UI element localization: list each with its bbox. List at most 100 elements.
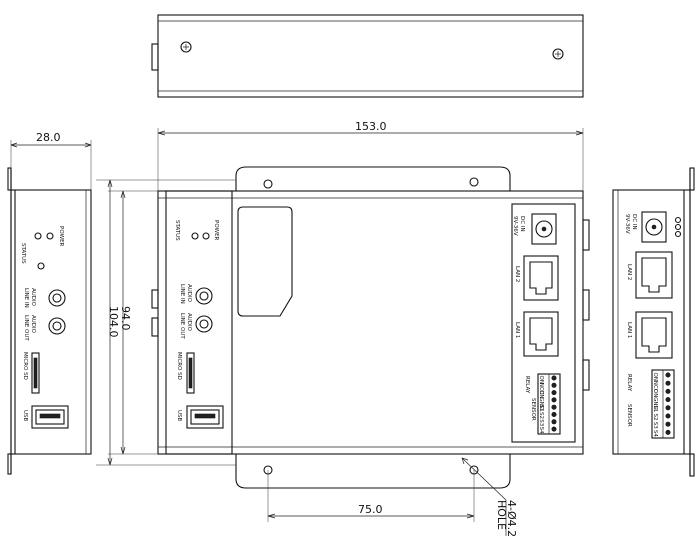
audio-out-jack-icon [48,317,66,335]
depth-value: 28.0 [36,131,61,144]
audio-out-label-2: LINE OUT [179,313,185,339]
status-led-icon [191,232,199,240]
terminal-pin-icon [551,426,557,432]
dc-in-label-2: 9V-36V [512,216,518,236]
terminal-pin-icon [551,390,557,396]
terminal-pin-icon [665,405,671,411]
terminal-pin-label: ON [652,373,658,381]
terminal-pin-label: S4 [652,430,658,437]
terminal-pin-label: S3 [538,419,544,426]
audio-in-jack-icon [195,287,213,305]
sensor-label: SENSOR [626,404,632,427]
dc-in-label-1: DC IN [631,214,637,230]
terminal-pin-icon [665,372,671,378]
micro-sd-slot-icon [31,352,40,394]
audio-out-jack-icon [195,315,213,333]
power-label: POWER [213,220,219,241]
power-label: POWER [58,226,64,247]
height-dimensions: 94.0 104.0 [96,179,236,466]
terminal-pin-label: S2 [538,412,544,419]
terminal-pin-label: S1 [538,405,544,412]
status-label: STATUS [20,243,26,264]
sensor-label: SENSOR [530,398,536,421]
height-inner-value: 94.0 [119,306,132,331]
terminal-pin-label: S3 [652,422,658,429]
terminal-pin-label: S2 [652,414,658,421]
side-view-front-panel: STATUS POWER AUDIO LINE IN AUDIO LINE OU… [7,167,92,475]
terminal-pin-icon [665,421,671,427]
depth-dimension: 28.0 [10,131,92,190]
terminal-pin-label: S1 [652,405,658,412]
terminal-pin-label: ON [538,376,544,384]
lan2-label: LAN 2 [514,266,520,282]
dc-in-label-1: DC IN [519,216,525,232]
width-dimension: 153.0 [157,120,584,191]
terminal-pin-icon [551,411,557,417]
hole-spacing-value: 75.0 [358,503,383,516]
hole-callout: 4-Ø4.2 HOLE [461,457,518,537]
audio-in-label-1: AUDIO [186,284,192,303]
mount-hole-icon [263,179,273,189]
terminal-pin-icon [551,404,557,410]
audio-in-label-2: LINE IN [23,288,29,308]
bottom-view: STATUS POWER AUDIO LINE IN AUDIO LINE OU… [151,166,590,489]
terminal-pin-icon [665,397,671,403]
relay-label: RELAY [524,376,530,394]
height-outer-value: 104.0 [107,306,120,338]
terminal-pin-label: S4 [538,427,544,434]
top-view [151,14,584,98]
width-value: 153.0 [355,120,387,133]
micro-sd-label: MICRO SD [176,352,182,380]
status-led-icon [34,232,42,240]
lan2-port-icon [635,251,673,299]
terminal-pin-icon [551,397,557,403]
terminal-pin-label: NCC [652,381,658,393]
screw-terminal-icon [674,230,682,238]
dc-jack-icon [641,211,667,243]
terminal-pin-label: NCC [538,383,544,395]
terminal-pin-icon [665,429,671,435]
micro-sd-slot-icon [186,352,195,394]
usb-label: USB [22,410,28,422]
audio-in-label-1: AUDIO [30,288,36,307]
screw-icon [180,41,192,53]
screw-terminal-icon [674,216,682,224]
dc-in-label-2: 9V-36V [624,214,630,234]
power-led-icon [202,232,210,240]
lan1-label: LAN 1 [626,322,632,338]
audio-in-jack-icon [48,289,66,307]
hole-spec-line2: HOLE [495,500,508,530]
lan1-label: LAN 1 [514,322,520,338]
terminal-pin-icon [551,375,557,381]
lan1-port-icon [523,311,559,357]
usb-port-icon [31,405,69,429]
audio-out-label-2: LINE OUT [23,315,29,341]
mount-hole-icon [469,177,479,187]
terminal-pin-icon [665,380,671,386]
terminal-pin-icon [551,419,557,425]
screw-terminal-icon [674,223,682,231]
micro-sd-label: MICRO SD [22,352,28,380]
hole-spacing-dimension: 75.0 [267,470,475,522]
usb-label: USB [176,410,182,422]
status-label: STATUS [174,220,180,241]
terminal-pin-label: ON [538,390,544,398]
terminal-pin-icon [551,382,557,388]
power-led-icon [46,232,54,240]
usb-port-icon [186,405,224,429]
lan2-label: LAN 2 [626,264,632,280]
screw-icon [552,48,564,60]
audio-out-label-1: AUDIO [30,315,36,334]
lan2-port-icon [523,255,559,301]
terminal-pin-label: ON [652,389,658,397]
terminal-pin-label: GND [538,397,544,410]
hole-spec-line1: 4-Ø4.2 [505,500,518,537]
terminal-pin-icon [665,413,671,419]
terminal-pin-label: GND [652,397,658,410]
indicator-dot-icon [37,262,45,270]
audio-in-label-2: LINE IN [179,284,185,304]
dc-jack-icon [531,213,557,245]
audio-out-label-1: AUDIO [186,313,192,332]
terminal-pin-icon [665,388,671,394]
